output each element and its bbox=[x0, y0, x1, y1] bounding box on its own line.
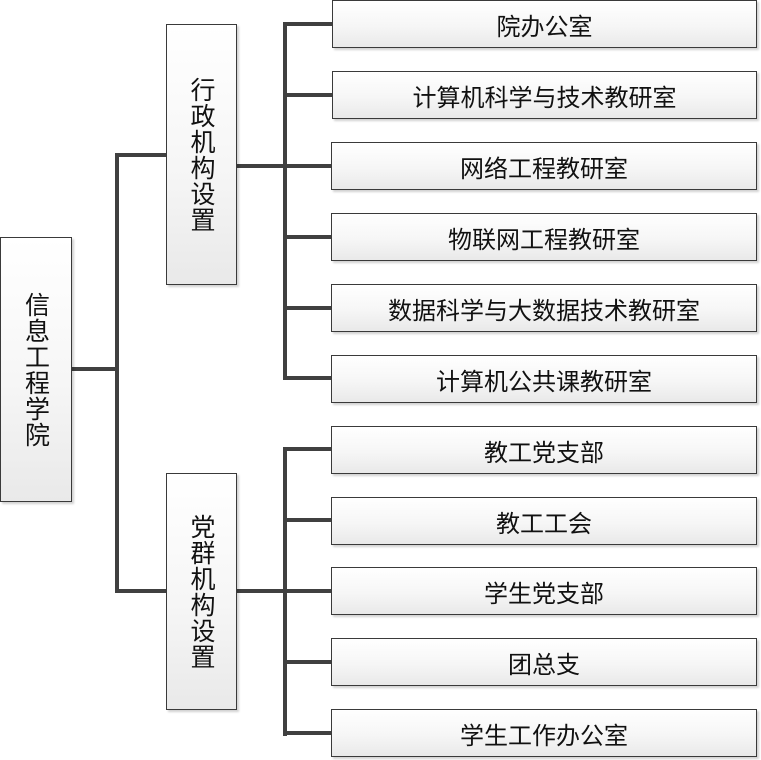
connector-group-2-in bbox=[115, 589, 167, 593]
leaf-node: 教工党支部 bbox=[331, 426, 757, 474]
root-label: 信息工程学院 bbox=[21, 291, 51, 448]
leaf-node: 网络工程教研室 bbox=[331, 142, 757, 190]
root-node: 信息工程学院 bbox=[0, 237, 72, 502]
leaf-label: 物联网工程教研室 bbox=[448, 225, 640, 254]
group-label: 行政机构设置 bbox=[187, 76, 216, 233]
group-node-party: 党群机构设置 bbox=[166, 473, 237, 710]
leaf-node: 物联网工程教研室 bbox=[331, 213, 757, 261]
leaf-node: 学生党支部 bbox=[331, 567, 757, 615]
leaf-node: 院办公室 bbox=[332, 0, 757, 48]
connector-group-2-out bbox=[236, 589, 286, 593]
leaf-node: 团总支 bbox=[331, 638, 757, 686]
connector-leaf bbox=[283, 660, 333, 664]
connector-leaf bbox=[283, 447, 333, 451]
connector-leaf bbox=[283, 376, 333, 380]
connector-leaf bbox=[283, 518, 333, 522]
group-node-admin: 行政机构设置 bbox=[166, 24, 237, 285]
connector-group-1-in bbox=[115, 153, 167, 157]
leaf-node: 计算机公共课教研室 bbox=[331, 355, 757, 403]
leaf-label: 团总支 bbox=[508, 650, 580, 679]
connector-leaf bbox=[283, 22, 333, 26]
group-label: 党群机构设置 bbox=[187, 513, 216, 670]
leaf-label: 院办公室 bbox=[496, 12, 593, 41]
connector-leaf bbox=[283, 731, 333, 735]
connector-leaf bbox=[283, 164, 333, 168]
connector-leaf bbox=[283, 93, 333, 97]
connector-leaf bbox=[283, 589, 333, 593]
connector-leaf bbox=[283, 306, 333, 310]
leaf-node: 数据科学与大数据技术教研室 bbox=[331, 284, 757, 332]
leaf-label: 数据科学与大数据技术教研室 bbox=[388, 296, 700, 325]
connector-leaf bbox=[283, 235, 333, 239]
connector-group-1-out bbox=[236, 164, 286, 168]
leaf-label: 计算机科学与技术教研室 bbox=[412, 83, 677, 112]
leaf-label: 学生党支部 bbox=[484, 579, 604, 608]
leaf-node: 计算机科学与技术教研室 bbox=[332, 71, 757, 119]
leaf-node: 教工工会 bbox=[331, 497, 757, 545]
leaf-label: 教工党支部 bbox=[484, 438, 604, 467]
leaf-label: 学生工作办公室 bbox=[460, 721, 628, 750]
connector-root bbox=[71, 367, 117, 371]
leaf-label: 网络工程教研室 bbox=[460, 154, 628, 183]
connector-root-trunk bbox=[115, 153, 119, 593]
connector-group-1-trunk bbox=[283, 22, 287, 380]
leaf-node: 学生工作办公室 bbox=[331, 709, 757, 757]
leaf-label: 计算机公共课教研室 bbox=[436, 367, 652, 396]
leaf-label: 教工工会 bbox=[496, 509, 592, 538]
